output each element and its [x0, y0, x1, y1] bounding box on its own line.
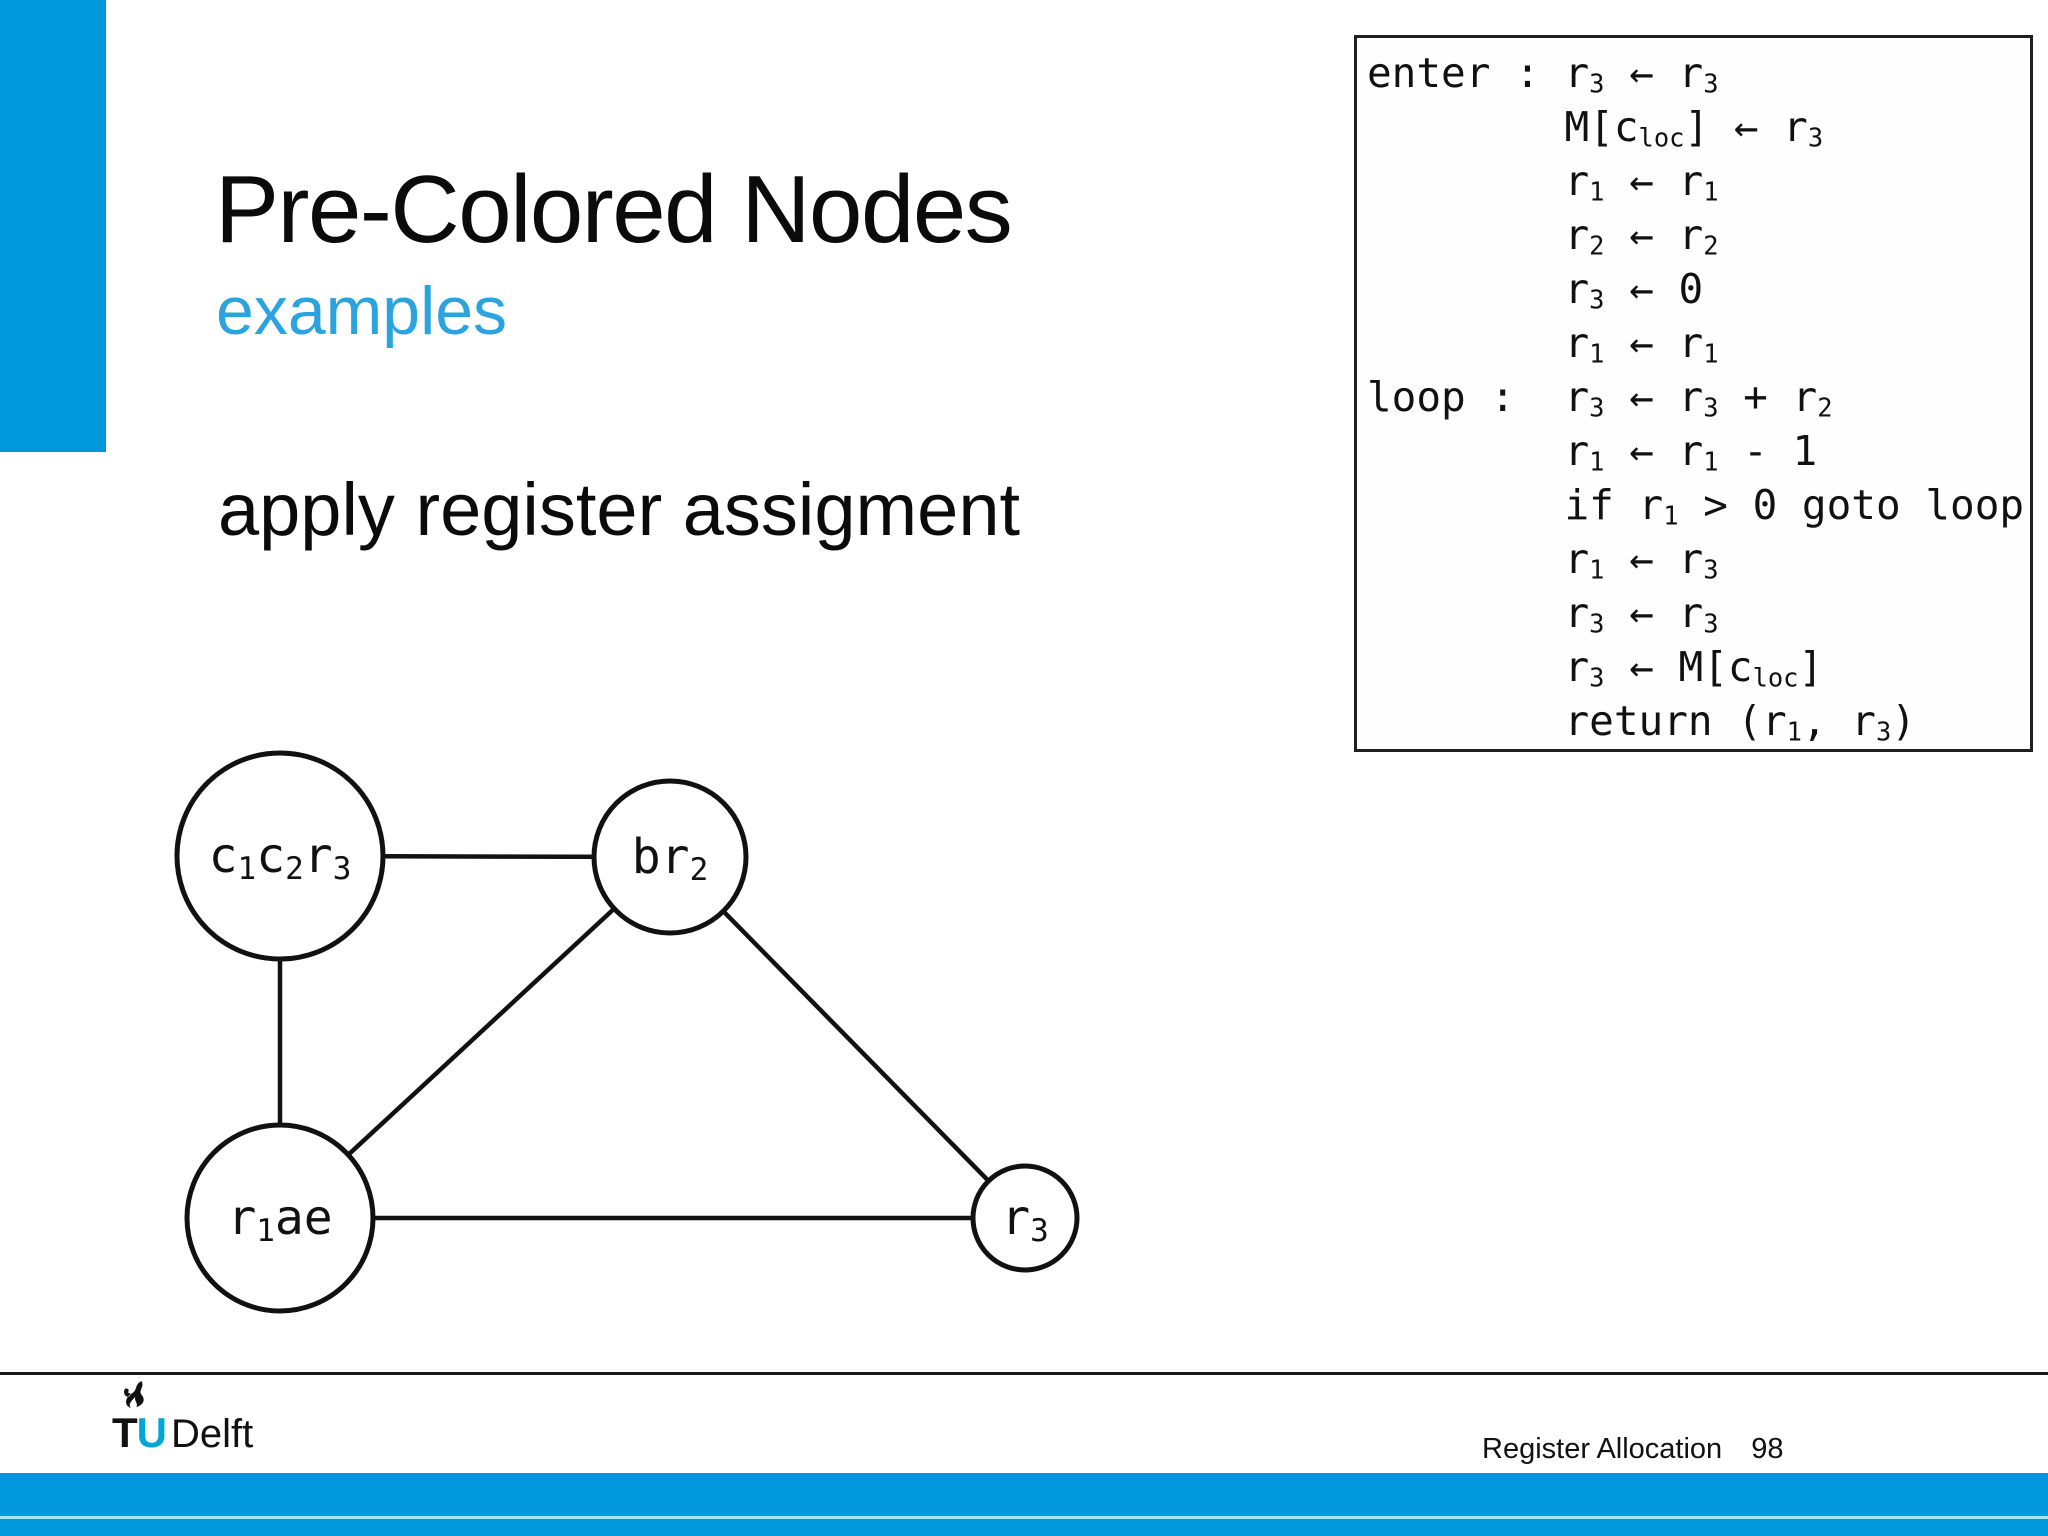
code-line: if r1 > 0 goto loop	[1367, 478, 2024, 532]
graph-node-br2	[591, 778, 749, 936]
code-line-text: r2 ← r2	[1564, 211, 1719, 261]
graph-node-c1c2r3	[174, 750, 386, 962]
code-line: return (r1, r3)	[1367, 694, 2020, 748]
graph-node-r3	[970, 1163, 1080, 1273]
bottom-bar-highlight-line	[0, 1516, 2048, 1519]
code-line: r1 ← r3	[1367, 532, 2020, 586]
code-line: r3 ← r3	[1367, 586, 2020, 640]
code-line: enter : r3 ← r3	[1367, 46, 2020, 100]
code-line-text: return (r1, r3)	[1564, 697, 1916, 747]
graph-edge-br2-r1ae	[278, 855, 672, 1220]
code-line-text: r3 ← r3	[1564, 49, 1719, 99]
logo-letter-u: U	[136, 1409, 167, 1456]
logo-letter-t: T	[112, 1409, 138, 1456]
code-line-text: M[cloc] ← r3	[1564, 103, 1824, 153]
flame-icon	[124, 1381, 144, 1409]
code-line: M[cloc] ← r3	[1367, 100, 2020, 154]
code-line: r2 ← r2	[1367, 208, 2020, 262]
graph-node-label-r3: r3	[1001, 1190, 1049, 1249]
page-subtitle: examples	[216, 273, 508, 349]
code-line-text: r1 ← r1 - 1	[1564, 427, 1818, 477]
code-line-text: r1 ← r1	[1564, 157, 1719, 207]
code-line-label: loop :	[1367, 373, 1565, 421]
graph-edge-br2-r3	[668, 855, 1027, 1220]
course-title: Register Allocation	[1482, 1433, 1723, 1465]
graph-node-label-c1c2r3: c1c2r3	[209, 828, 352, 887]
code-line: r1 ← r1	[1367, 316, 2020, 370]
left-accent-bar	[0, 0, 106, 452]
code-line-label: enter :	[1367, 49, 1565, 97]
code-line-text: r3 ← M[cloc]	[1564, 643, 1824, 693]
code-line-text: r3 ← r3 + r2	[1564, 373, 1833, 423]
graph-node-label-r1ae: r1ae	[227, 1190, 332, 1249]
code-line: r1 ← r1 - 1	[1367, 424, 2020, 478]
code-line-text: r3 ← r3	[1564, 589, 1719, 639]
graph-node-label-br2: br2	[632, 829, 708, 888]
page-title: Pre-Colored Nodes	[215, 156, 1013, 263]
graph-node-r1ae	[184, 1122, 376, 1314]
bottom-accent-bar	[0, 1473, 2048, 1536]
graph-edge-c1c2r3-br2	[279, 853, 671, 860]
code-line: loop : r3 ← r3 + r2	[1367, 370, 2020, 424]
code-line-text: r3 ← 0	[1564, 265, 1704, 315]
footer-text: Register Allocation 98	[1482, 1433, 1783, 1466]
code-line: r1 ← r1	[1367, 154, 2020, 208]
logo-delft-text: Delft	[171, 1412, 254, 1456]
page-number: 98	[1751, 1433, 1784, 1465]
footer-divider	[0, 1372, 2048, 1375]
code-line: r3 ← M[cloc]	[1367, 640, 2020, 694]
code-line-text: r1 ← r1	[1564, 319, 1719, 369]
code-line-text: if r1 > 0 goto loop	[1564, 481, 2025, 531]
body-text: apply register assigment	[218, 468, 1021, 551]
code-line-text: r1 ← r3	[1564, 535, 1719, 585]
code-line: r3 ← 0	[1367, 262, 2020, 316]
